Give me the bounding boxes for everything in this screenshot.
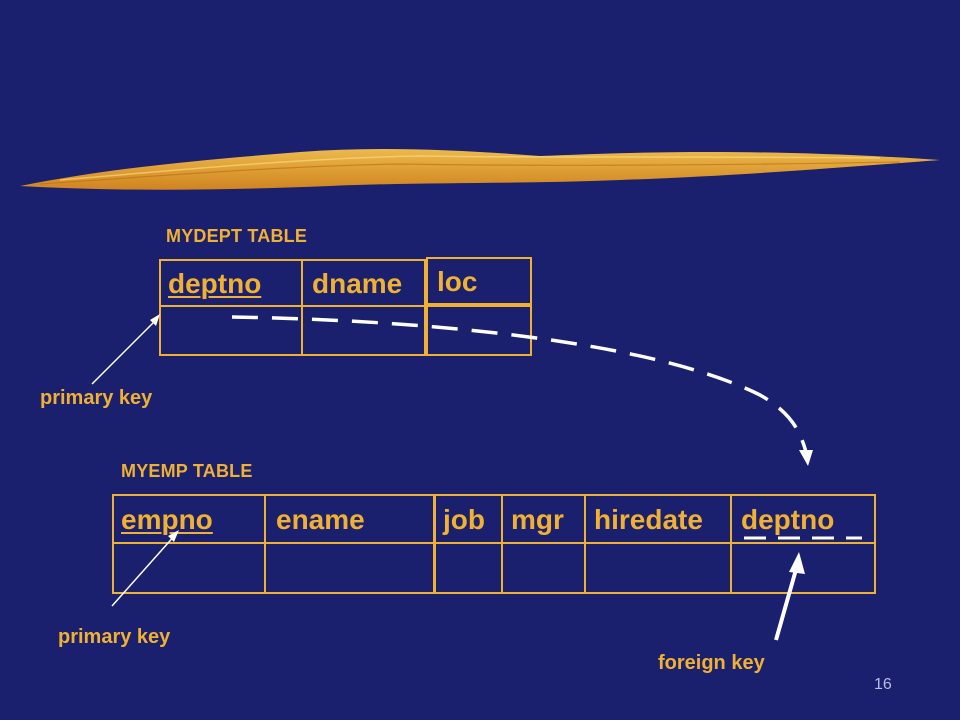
- myemp-data-cell-deptno: [730, 542, 876, 594]
- myemp-column-deptno: deptno: [741, 504, 835, 535]
- mydept-column-deptno: deptno: [168, 268, 262, 299]
- page-number: 16: [874, 676, 892, 693]
- mydept-column-loc: loc: [437, 266, 478, 297]
- mydept-data-cell-dname: [301, 305, 426, 356]
- primary-key-pointer-emp-head: [168, 530, 179, 542]
- primary-key-pointer-emp: [111, 533, 177, 607]
- foreign-key-pointer: [774, 565, 799, 641]
- myemp-column-empno: empno: [121, 504, 213, 535]
- relationship-dashed-arrow: [231, 315, 808, 453]
- myemp-column-ename: ename: [276, 504, 365, 535]
- relationship-arrowhead: [799, 450, 813, 466]
- foreign-key-pointer-head: [789, 552, 805, 574]
- mydept-header-cell-loc: [426, 257, 532, 305]
- mydept-data-cell-loc: [426, 305, 532, 356]
- primary-key-label-emp: primary key: [58, 626, 171, 648]
- primary-key-pointer-dept-head: [150, 314, 160, 326]
- primary-key-label-dept: primary key: [40, 387, 153, 409]
- primary-key-pointer-dept: [91, 317, 159, 385]
- foreign-key-label: foreign key: [658, 652, 765, 674]
- myemp-column-mgr: mgr: [511, 504, 564, 535]
- mydept-column-dname: dname: [312, 268, 403, 299]
- myemp-table-title: MYEMP TABLE: [121, 461, 253, 481]
- myemp-column-hiredate: hiredate: [594, 504, 703, 535]
- myemp-column-job: job: [443, 504, 485, 535]
- mydept-table-title: MYDEPT TABLE: [166, 226, 308, 246]
